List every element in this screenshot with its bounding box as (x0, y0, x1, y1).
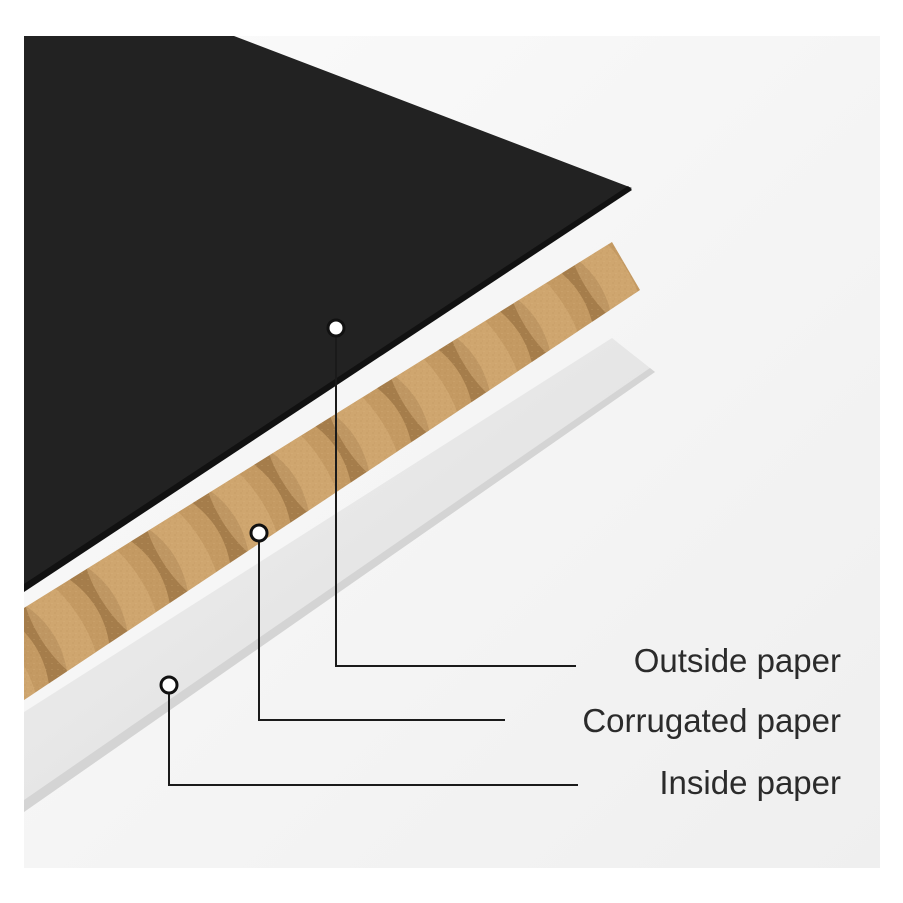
inside-paper-label: Inside paper (659, 764, 841, 801)
corrugated-paper-marker-dot (249, 523, 269, 543)
inside-paper-marker-dot (159, 675, 179, 695)
corrugated-paper-leader-line (258, 533, 505, 721)
inside-paper-leader-line (168, 685, 578, 786)
outside-paper-label: Outside paper (633, 642, 841, 679)
outside-paper-leader-line (335, 328, 576, 667)
outside-paper-marker-dot (326, 318, 346, 338)
fluting-grain (24, 242, 640, 700)
corrugated-paper-label: Corrugated paper (582, 702, 841, 739)
outside-paper-sheet (24, 36, 632, 588)
inside-paper-edge (24, 368, 655, 812)
outside-paper-edge (24, 186, 632, 592)
flute-valley-shadow (0, 639, 8, 731)
corrugated-fluting (0, 242, 640, 731)
